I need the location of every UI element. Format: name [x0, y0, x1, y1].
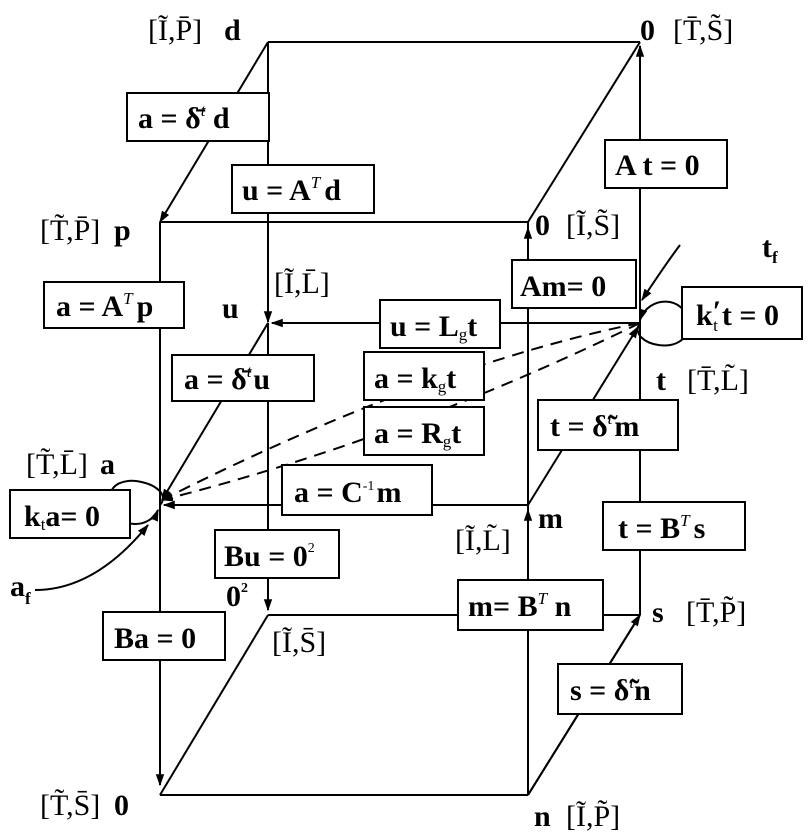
- eq-Am: Am= 0: [520, 270, 606, 303]
- box-a-delta-u: [171, 354, 315, 402]
- node-0sq-space: [Ĩ,S̄]: [272, 626, 326, 659]
- box-Ba: [102, 611, 226, 661]
- node-0-top-name: 0: [640, 14, 655, 47]
- node-n-space: [Ĩ,P̃]: [566, 800, 620, 833]
- eq-a-Rg-t: a = Rgt: [374, 417, 461, 451]
- node-u-name: u: [222, 292, 239, 325]
- eq-a-delta-d: a = δ̄t d: [138, 101, 230, 135]
- af-label: af: [10, 570, 31, 608]
- box-A-t: [604, 139, 728, 189]
- eq-Ba: Ba = 0: [114, 622, 196, 655]
- node-0-bottom-space: [T̃,S̄]: [40, 789, 100, 822]
- eq-a-kg-t: a = kgt: [374, 362, 456, 396]
- edge-0-0-diag: [527, 41, 641, 223]
- box-t-delta-m: [537, 399, 679, 451]
- box-a-kg-t: [363, 351, 485, 401]
- node-n-name: n: [534, 800, 551, 833]
- box-kt-t: [681, 286, 803, 340]
- node-t-space: [T̄,L̃]: [687, 364, 749, 397]
- node-0-mid-space: [Ĩ,S̃]: [566, 209, 620, 242]
- box-a-A-p: [43, 281, 185, 329]
- node-labels: [Ĩ,P̄] d 0 [T̄,S̃] [T̃,P̄] p 0 [Ĩ,S̃] [Ĩ…: [10, 14, 778, 833]
- node-p-name: p: [114, 214, 131, 247]
- eq-m-B-n: m= BT n: [468, 589, 572, 623]
- box-u-Lg-t: [379, 299, 501, 349]
- node-u-space: [Ĩ,L̄]: [274, 267, 330, 300]
- box-m-B-n: [457, 579, 604, 631]
- arrow-tf-pointer: [641, 244, 681, 302]
- node-t-name: t: [656, 364, 666, 397]
- eq-a-delta-u: a = δ̄tu: [184, 362, 270, 396]
- node-0-top-space: [T̄,S̃]: [673, 14, 733, 47]
- edge-0-0sq-diag: [159, 614, 269, 796]
- eq-A-t: A t = 0: [615, 149, 700, 182]
- eq-Bu: Bu = 02: [224, 540, 315, 573]
- node-d-space: [Ĩ,P̄]: [148, 14, 202, 47]
- eq-kt-a: kta= 0: [24, 500, 100, 534]
- node-s-space: [T̄,P̃]: [686, 596, 746, 629]
- box-u-A-d: [231, 164, 375, 214]
- box-a-Rg-t: [363, 406, 485, 456]
- arrow-af-pointer: [34, 524, 149, 591]
- tf-label: tf: [762, 231, 778, 267]
- equation-boxes: [9, 92, 803, 715]
- box-Am: [511, 259, 637, 309]
- node-a-space: [T̃,L̄]: [26, 448, 88, 481]
- eq-a-C-m: a = C-1m: [294, 476, 401, 509]
- node-s-name: s: [652, 596, 664, 629]
- loop-t: [636, 300, 690, 347]
- node-p-space: [T̃,P̄]: [40, 214, 100, 247]
- eq-s-delta-n: s = δ̃tn: [570, 673, 651, 707]
- arrow-t-to-a-kg: [160, 322, 641, 501]
- node-0-mid-name: 0: [535, 209, 550, 242]
- box-a-delta-d: [126, 92, 270, 142]
- node-d-name: d: [224, 14, 241, 47]
- node-m-space: [Ĩ,L̃]: [455, 524, 511, 557]
- node-a-name: a: [100, 448, 115, 481]
- eq-t-delta-m: t = δ̃tm: [550, 409, 639, 443]
- eq-u-Lg-t: u = Lgt: [390, 310, 477, 344]
- node-0-bottom-name: 0: [114, 789, 129, 822]
- box-t-B-s: [602, 501, 746, 551]
- box-Bu: [214, 529, 340, 579]
- box-s-delta-n: [557, 663, 683, 715]
- box-kt-a: [9, 489, 131, 539]
- node-0sq-name: 02: [226, 580, 248, 613]
- arrow-u-to-a: [161, 322, 269, 502]
- node-m-name: m: [538, 502, 563, 535]
- box-a-C-m: [281, 464, 433, 516]
